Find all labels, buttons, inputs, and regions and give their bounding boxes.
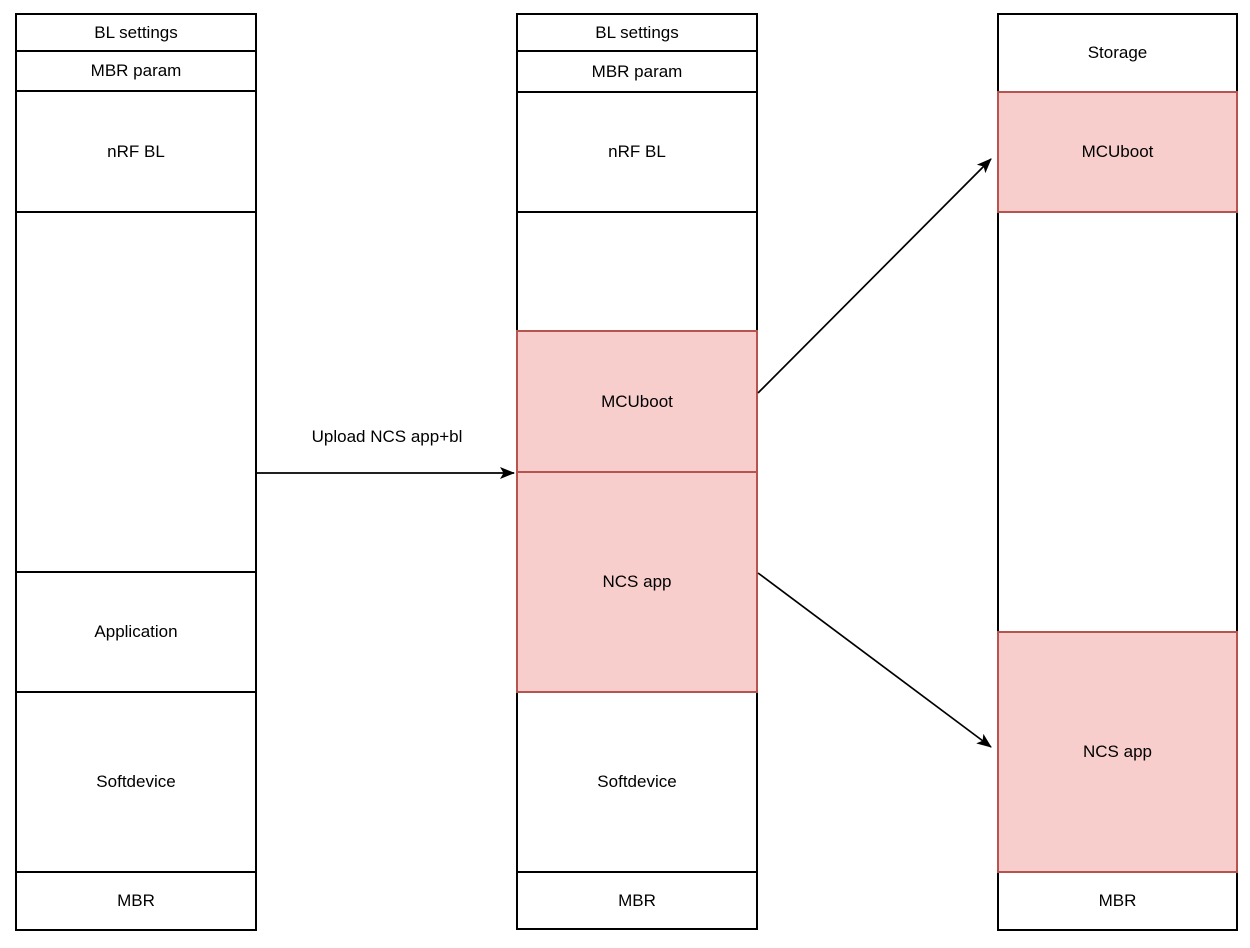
segment-bl-settings: BL settings (516, 13, 758, 52)
segment-ncs-app: NCS app (516, 471, 758, 693)
segment-nrf-bl: nRF BL (15, 90, 257, 213)
segment-nrf-bl: nRF BL (516, 91, 758, 213)
memory-column-before: BL settings MBR param nRF BL Application… (15, 13, 257, 931)
segment-mbr-param: MBR param (516, 50, 758, 93)
segment-mbr: MBR (997, 871, 1238, 931)
segment-storage: Storage (997, 13, 1238, 93)
segment-softdevice: Softdevice (15, 691, 257, 873)
upload-arrow-label: Upload NCS app+bl (311, 427, 463, 446)
segment-free-space (15, 211, 257, 573)
segment-softdevice: Softdevice (516, 691, 758, 873)
memory-column-final: Storage MCUboot NCS app MBR (997, 13, 1238, 931)
segment-free-space (516, 211, 758, 332)
segment-mcuboot: MCUboot (516, 330, 758, 473)
segment-bl-settings: BL settings (15, 13, 257, 52)
segment-mbr: MBR (516, 871, 758, 930)
segment-application: Application (15, 571, 257, 693)
memory-column-after-upload: BL settings MBR param nRF BL MCUboot NCS… (516, 13, 758, 930)
segment-mbr: MBR (15, 871, 257, 931)
segment-mcuboot: MCUboot (997, 91, 1238, 213)
segment-free-space (997, 211, 1238, 633)
ncs-app-move-arrow (757, 572, 992, 748)
segment-mbr-param: MBR param (15, 50, 257, 92)
mcuboot-move-arrow (757, 158, 992, 394)
segment-ncs-app: NCS app (997, 631, 1238, 873)
